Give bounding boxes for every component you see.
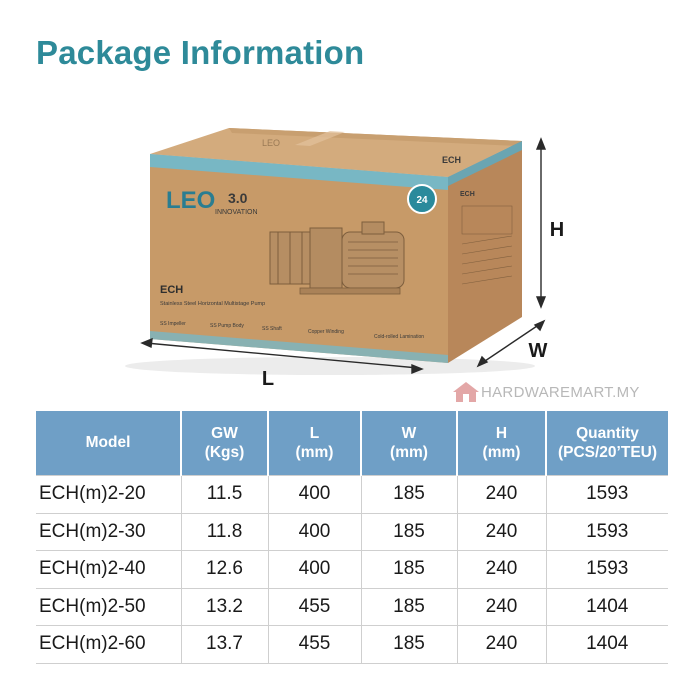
series-badge: 3.0	[228, 190, 248, 206]
box-teal-band	[150, 154, 448, 190]
height-label: H	[550, 219, 564, 241]
cell-width: 185	[361, 475, 458, 513]
feature-list: SS Impeller SS Pump Body SS Shaft Copper…	[160, 321, 424, 340]
cell-length: 455	[268, 625, 362, 664]
cell-model: ECH(m)2-50	[36, 587, 182, 626]
side-label: ECH	[460, 191, 475, 198]
table-header-row: Model GW(Kgs) L(mm) W(mm) H(mm) Quantity…	[36, 411, 668, 476]
table-row: ECH(m)2-30 11.8 400 185 240 1593	[36, 512, 668, 551]
header-width: W(mm)	[361, 411, 458, 476]
cell-quantity: 1593	[546, 550, 668, 588]
package-box-illustration: LEO 3.0 INNOVATION 24 ECH Stainless Stee…	[125, 128, 564, 390]
header-model: Model	[36, 411, 182, 476]
brand-logo: LEO	[166, 187, 215, 214]
feature-item: SS Shaft	[262, 326, 282, 332]
table-row: ECH(m)2-60 13.7 455 185 240 1404	[36, 625, 668, 664]
table-row: ECH(m)2-40 12.6 400 185 240 1593	[36, 550, 668, 588]
cell-length: 400	[268, 512, 362, 551]
house-logo-icon	[453, 382, 479, 402]
feature-item: SS Impeller	[160, 321, 186, 327]
header-height: H(mm)	[457, 411, 547, 476]
cell-quantity: 1404	[546, 625, 668, 664]
dimension-arrows	[140, 137, 547, 375]
cell-length: 400	[268, 475, 362, 513]
cell-width: 185	[361, 587, 458, 626]
warranty-badge-text: 24	[416, 195, 428, 206]
product-code: ECH	[160, 284, 183, 296]
header-gw: GW(Kgs)	[181, 411, 269, 476]
cell-model: ECH(m)2-60	[36, 625, 182, 664]
cell-width: 185	[361, 625, 458, 664]
cell-height: 240	[457, 475, 547, 513]
cell-quantity: 1593	[546, 475, 668, 513]
cell-model: ECH(m)2-20	[36, 475, 182, 513]
width-label: W	[529, 340, 548, 362]
cell-length: 400	[268, 550, 362, 588]
cell-gw: 13.2	[181, 587, 269, 626]
cell-width: 185	[361, 512, 458, 551]
header-length: L(mm)	[268, 411, 362, 476]
cell-height: 240	[457, 512, 547, 551]
cell-gw: 12.6	[181, 550, 269, 588]
watermark: HARDWAREMART.MY	[451, 380, 640, 404]
cell-height: 240	[457, 587, 547, 626]
table-row: ECH(m)2-20 11.5 400 185 240 1593	[36, 475, 668, 513]
top-print: LEO	[262, 138, 280, 148]
cell-gw: 11.8	[181, 512, 269, 551]
header-quantity: Quantity(PCS/20’TEU)	[546, 411, 668, 476]
pump-illustration	[269, 221, 405, 295]
tagline: INNOVATION	[215, 209, 258, 216]
package-spec-table-wrapper: Model GW(Kgs) L(mm) W(mm) H(mm) Quantity…	[36, 411, 668, 664]
watermark-text: HARDWAREMART.MY	[481, 383, 640, 401]
cell-width: 185	[361, 550, 458, 588]
cell-gw: 13.7	[181, 625, 269, 664]
cell-length: 455	[268, 587, 362, 626]
package-spec-table: Model GW(Kgs) L(mm) W(mm) H(mm) Quantity…	[36, 411, 668, 664]
product-desc: Stainless Steel Horizontal Multistage Pu…	[160, 301, 265, 307]
cell-quantity: 1593	[546, 512, 668, 551]
top-side-label: ECH	[442, 155, 461, 165]
feature-item: SS Pump Body	[210, 323, 244, 329]
cell-gw: 11.5	[181, 475, 269, 513]
cell-quantity: 1404	[546, 587, 668, 626]
cell-model: ECH(m)2-40	[36, 550, 182, 588]
feature-item: Cold-rolled Lamination	[374, 334, 424, 340]
warranty-badge	[407, 184, 437, 214]
page-title: Package Information	[36, 34, 365, 71]
side-diagram	[461, 205, 513, 285]
length-label: L	[262, 368, 274, 390]
cell-height: 240	[457, 625, 547, 664]
table-row: ECH(m)2-50 13.2 455 185 240 1404	[36, 587, 668, 626]
cell-model: ECH(m)2-30	[36, 512, 182, 551]
box-side-face	[448, 141, 522, 363]
cell-height: 240	[457, 550, 547, 588]
feature-item: Copper Winding	[308, 329, 344, 335]
